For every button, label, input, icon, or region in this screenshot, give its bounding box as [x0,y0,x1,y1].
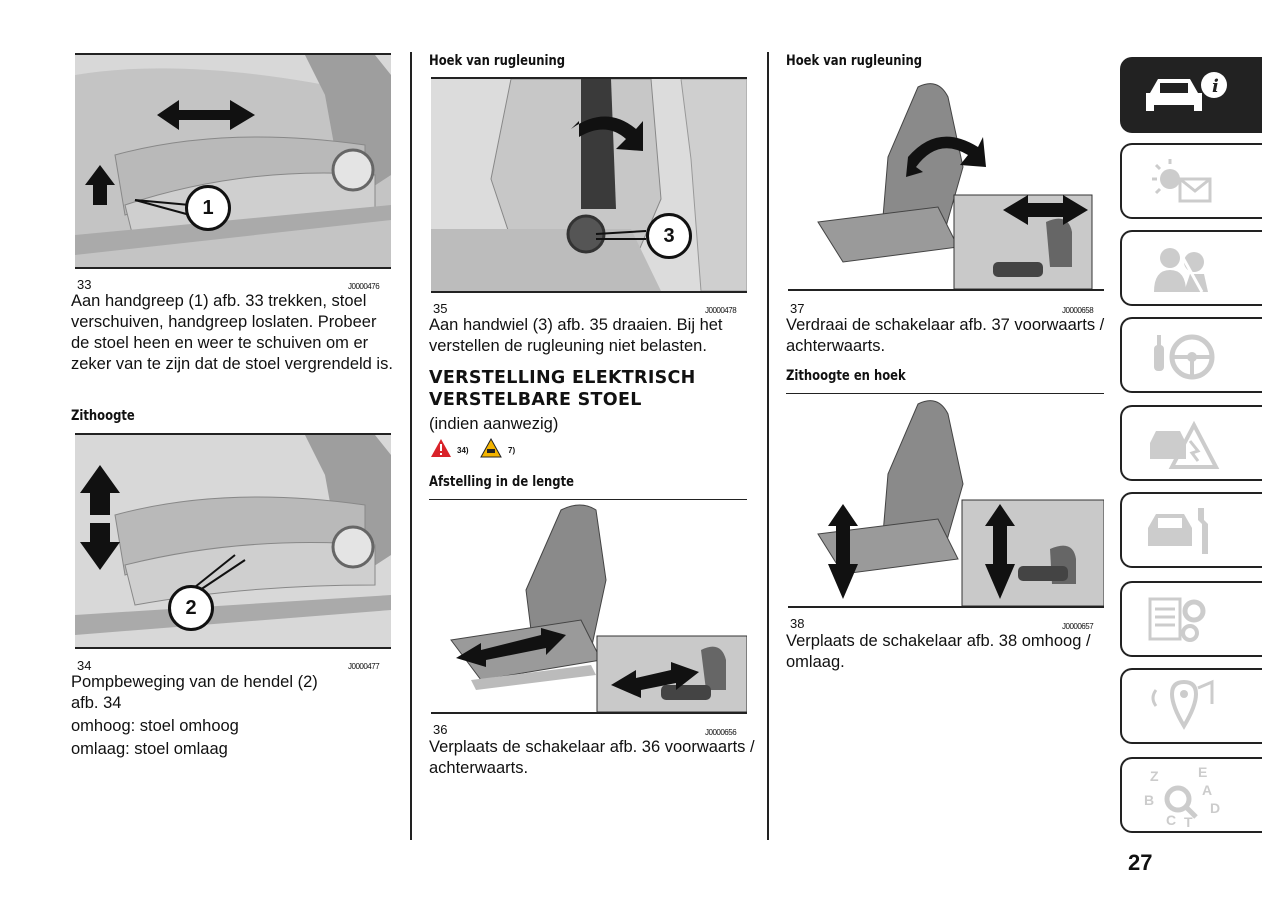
index-letter: C [1166,812,1176,828]
car-info-icon: i [1146,72,1227,111]
column-divider [410,52,412,840]
figure-number: 34 [77,658,92,673]
index-letter: B [1144,792,1154,808]
body-text: omhoog: stoel omhoog [71,717,239,735]
section-title: VERSTELBARE STOEL [429,390,642,410]
heading-rule [429,499,747,500]
figure-code: J0000657 [1062,622,1094,631]
safety-icon [1154,248,1208,293]
emergency-icon [1150,420,1220,469]
figure-37 [788,77,1104,291]
section-heading: Zithoogte [71,408,135,424]
warning-red-icon [430,438,452,463]
warning-ref: 7) [508,446,516,455]
callout-circle: 2 [168,585,214,631]
page-number: 27 [1128,850,1153,875]
index-letter: A [1202,782,1212,798]
warning-ref: 34) [457,446,469,455]
figure-code: J0000477 [348,662,380,671]
starting-driving-icon [1154,334,1215,380]
tab-car-info[interactable]: i [1120,57,1262,133]
column-divider [767,52,769,840]
tab-emergency[interactable] [1120,405,1262,481]
index-letter: T [1184,814,1193,830]
figure-rule [788,606,1104,608]
section-subtitle: (indien aanwezig) [429,415,559,433]
svg-text:i: i [1212,76,1219,97]
index-icon: Z E A B D C T [1144,764,1220,830]
tab-safety[interactable] [1120,230,1262,306]
figure-35: 3 [431,77,747,293]
body-text: Verdraai de schakelaar afb. 37 voorwaart… [786,316,1105,355]
tab-technical-data[interactable] [1120,581,1262,657]
figure-number: 38 [790,616,805,631]
figure-number: 33 [77,277,92,292]
tab-index[interactable]: Z E A B D C T [1120,757,1262,833]
figure-34: 2 [75,433,391,649]
body-text: Aan handgreep (1) afb. 33 trekken, stoel… [71,292,393,373]
section-heading: Afstelling in de lengte [429,474,575,490]
body-text: omlaag: stoel omlaag [71,740,228,758]
figure-code: J0000658 [1062,306,1094,315]
technical-data-icon [1148,597,1206,642]
multimedia-icon [1151,679,1214,730]
tab-maintenance[interactable] [1120,492,1262,568]
figure-number: 36 [433,722,448,737]
callout-circle: 3 [646,213,692,259]
tab-starting-driving[interactable] [1120,317,1262,393]
figure-code: J0000476 [348,282,380,291]
figure-rule [431,712,747,714]
index-letter: Z [1150,768,1159,784]
body-text: Aan handwiel (3) afb. 35 draaien. Bij he… [429,316,723,355]
figure-number: 37 [790,301,805,316]
figure-33: 1 [75,53,391,269]
figure-code: J0000478 [705,306,737,315]
tab-multimedia[interactable] [1120,668,1262,744]
section-title: VERSTELLING ELEKTRISCH [429,368,696,388]
section-heading: Zithoogte en hoek [786,368,906,384]
dashboard-lights-icon [1152,159,1212,203]
callout-circle: 1 [185,185,231,231]
body-text: Pompbeweging van de hendel (2) afb. 34 [71,673,318,712]
maintenance-icon [1148,508,1208,554]
figure-number: 35 [433,301,448,316]
body-text: Verplaats de schakelaar afb. 36 voorwaar… [429,738,755,777]
tab-dashboard-lights[interactable] [1120,143,1262,219]
section-heading: Hoek van rugleuning [429,53,566,69]
figure-36 [431,500,747,714]
heading-rule [786,393,1104,394]
index-letter: D [1210,800,1220,816]
index-letter: E [1198,764,1207,780]
body-text: Verplaats de schakelaar afb. 38 omhoog /… [786,632,1091,671]
figure-38 [788,394,1104,608]
figure-rule [788,289,1104,291]
caution-yellow-icon [480,437,502,463]
section-heading: Hoek van rugleuning [786,53,923,69]
figure-code: J0000656 [705,728,737,737]
